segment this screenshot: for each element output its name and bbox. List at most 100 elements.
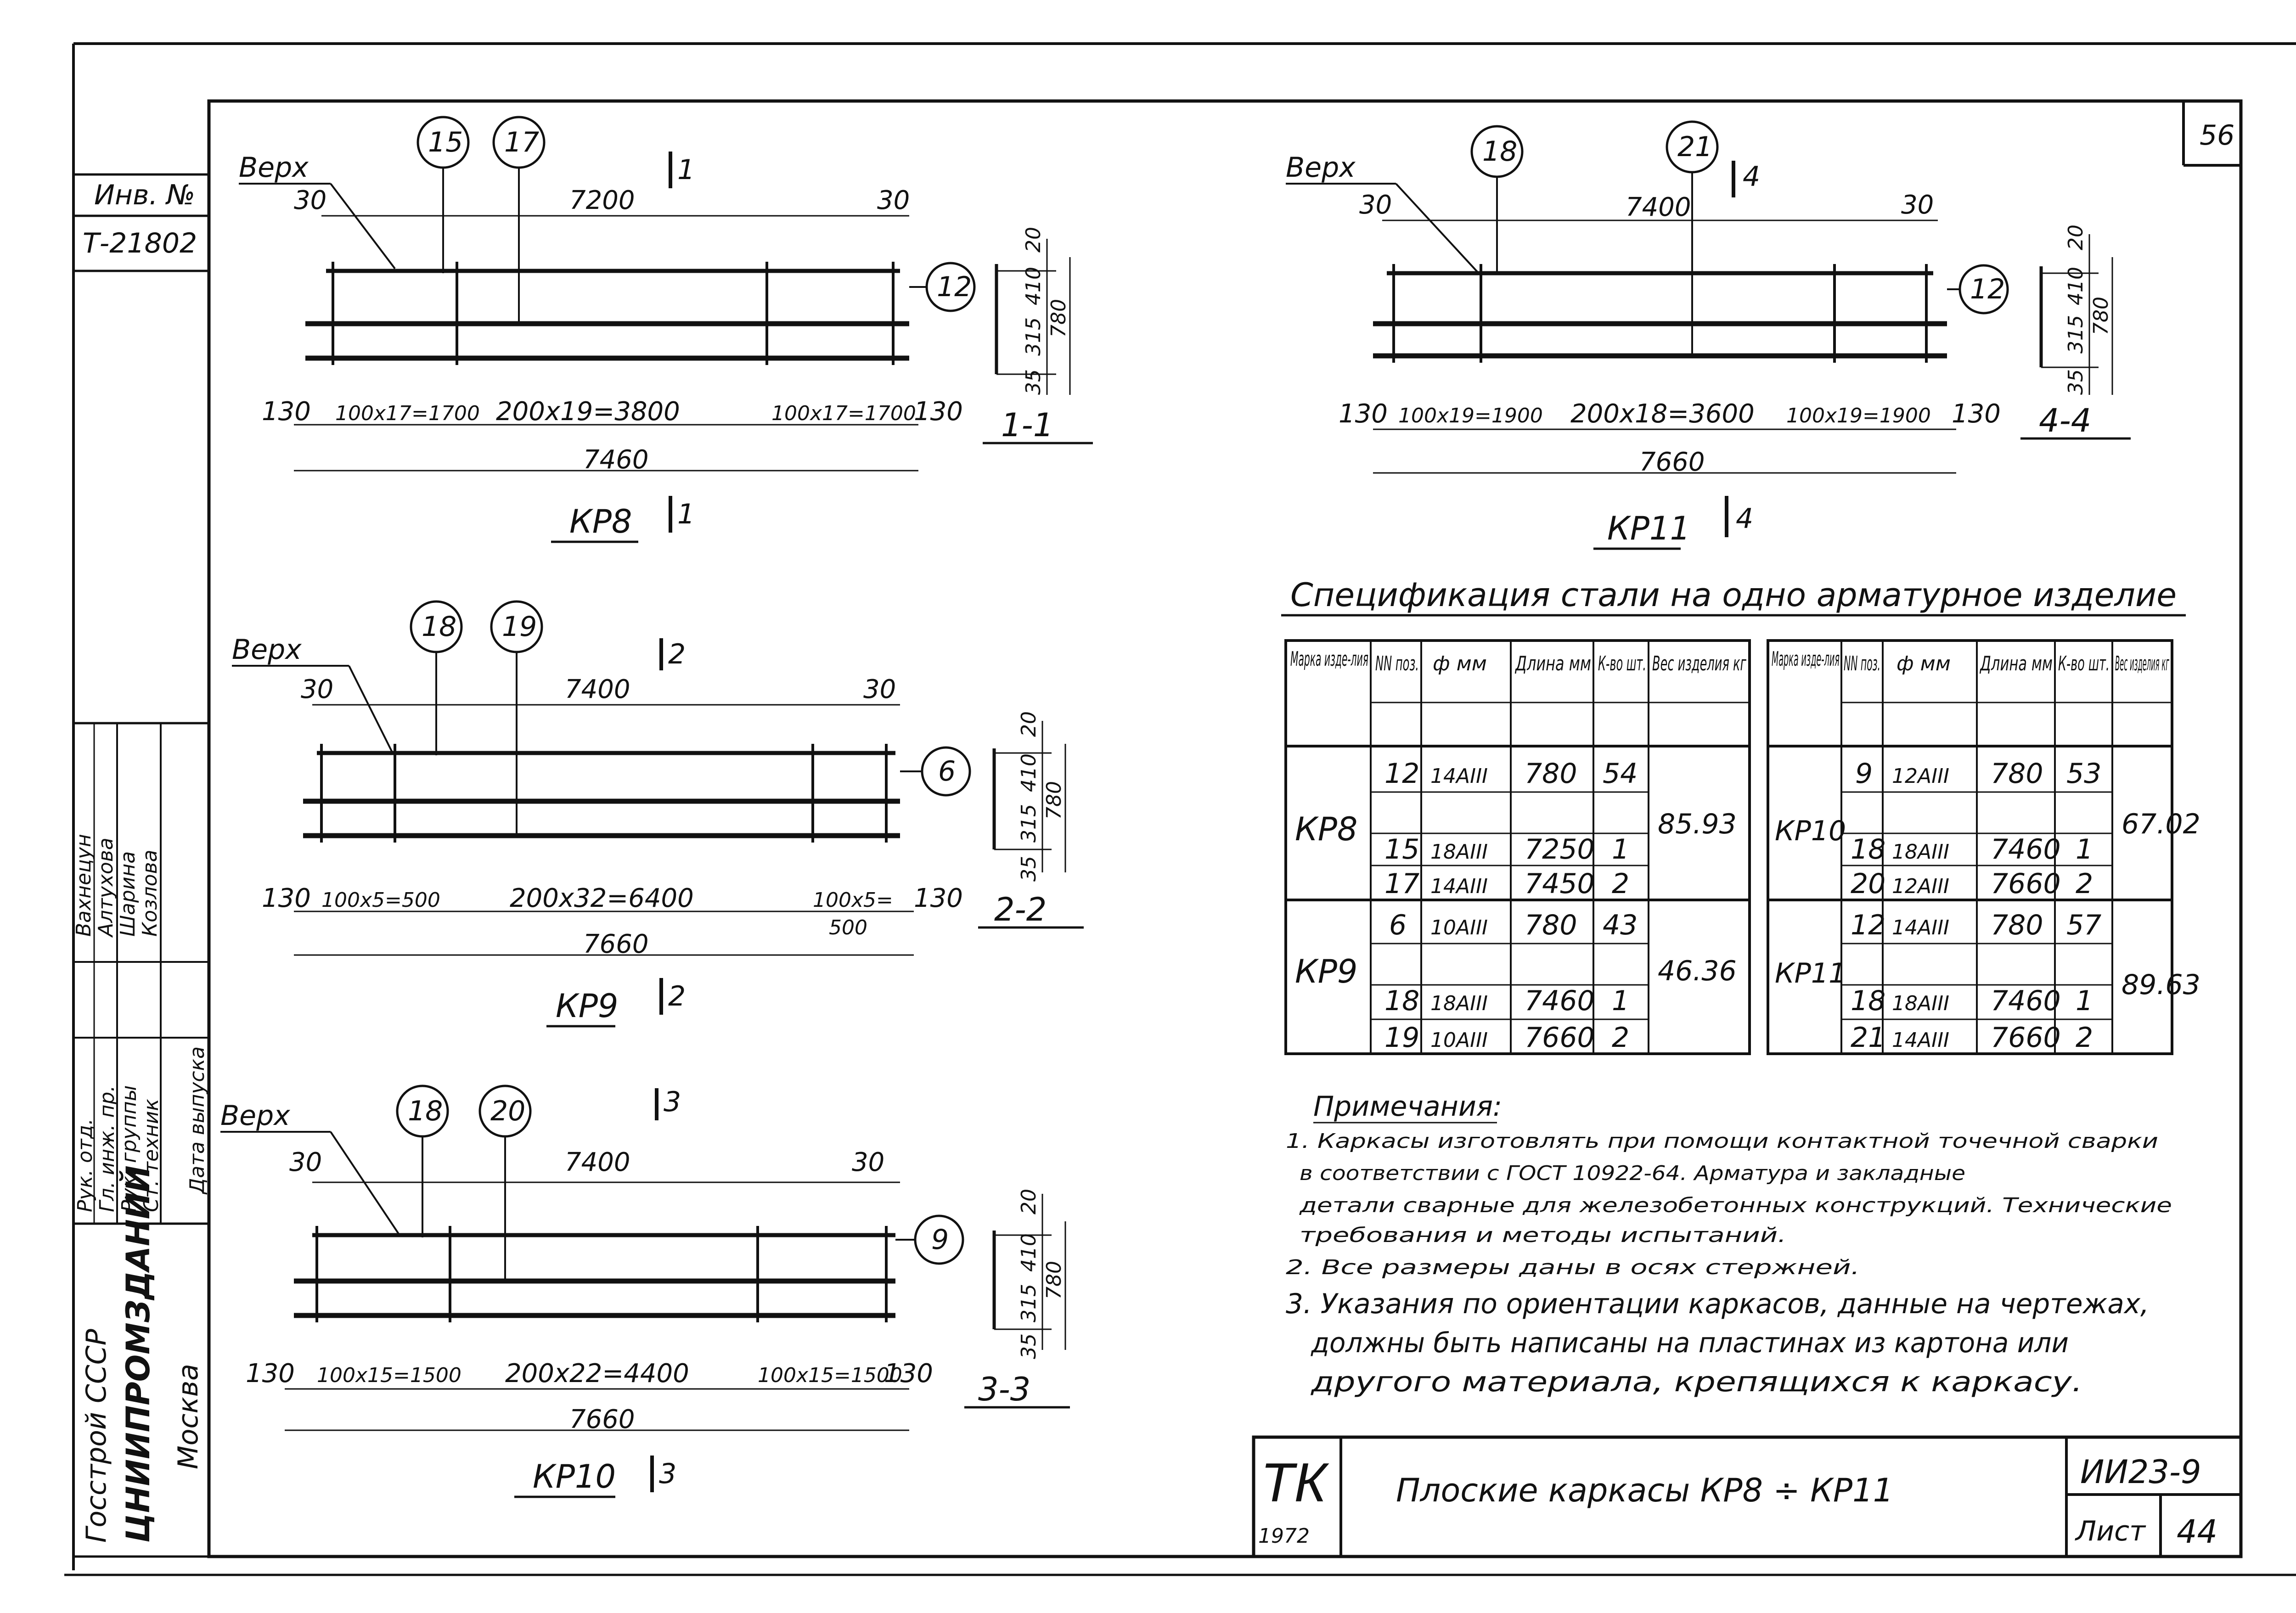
- row-kp9-1-len: 780: [1525, 909, 1577, 941]
- spec-title: Спецификация стали на одно арматурное из…: [1290, 576, 2177, 614]
- drawing-code: ИИ23-9: [2080, 1453, 2201, 1491]
- sec-dim-315: 315: [2064, 315, 2088, 354]
- sec-dim-35: 35: [2064, 369, 2088, 395]
- row-kp11-1-len: 780: [1991, 909, 2043, 941]
- hdr-qty: К-во шт.: [1598, 652, 1646, 675]
- dim-end-left: 30: [1359, 190, 1392, 220]
- row-kp9-3-pos: 19: [1384, 1022, 1419, 1054]
- dim-top-middle: 7400: [1626, 192, 1691, 222]
- section-label: 2-2: [994, 891, 1047, 928]
- callout-18-label: 18: [408, 1095, 443, 1127]
- dim-total: 7660: [1639, 447, 1705, 477]
- sec-dim-35: 35: [1022, 369, 1045, 395]
- section-mark: 4: [1743, 161, 1760, 193]
- row-kp10-2-dia: 18АIII: [1892, 840, 1949, 864]
- note-line-8: другого материала, крепящихся к каркасу.: [1311, 1366, 2082, 1398]
- dim-top-middle: 7400: [565, 1147, 630, 1177]
- dim-b-2: 200x32=6400: [510, 883, 694, 913]
- sec-dim-315: 315: [1017, 1284, 1041, 1322]
- row-kp10-1-len: 780: [1991, 758, 2043, 790]
- dim-b-3b: 500: [829, 916, 867, 939]
- section-mark-bottom: 3: [659, 1458, 676, 1490]
- frame-name: КР11: [1607, 510, 1690, 547]
- row-kp9-2-qty: 1: [1612, 985, 1629, 1017]
- inventory-label: Инв. №: [94, 179, 195, 211]
- callout-20-label: 20: [490, 1095, 525, 1127]
- dim-b-3: 100x5=: [813, 888, 893, 912]
- section-label: 1-1: [1001, 406, 1053, 444]
- frame-kp10: Верх 18 20 3 30 7400 30 9 130 100x15=150…: [220, 1085, 1070, 1498]
- note-line-2: в соответствии с ГОСТ 10922-64. Арматура…: [1300, 1162, 1965, 1185]
- sec-dim-315: 315: [1022, 317, 1045, 356]
- note-line-6: 3. Указания по ориентации каркасов, данн…: [1286, 1288, 2149, 1320]
- sec-dim-780: 780: [1047, 299, 1070, 337]
- frame-name: КР10: [533, 1458, 616, 1495]
- dim-end-left: 30: [301, 674, 333, 704]
- sec-dim-315: 315: [1017, 804, 1041, 843]
- dim-top-middle: 7200: [569, 185, 635, 215]
- frame-kp9: Верх 18 19 2 30 7400 30 6 130 100x5=500 …: [232, 600, 1084, 1028]
- weight-kp8: 85.93: [1658, 808, 1737, 840]
- dim-b-right: 130: [914, 397, 963, 427]
- mark-kp8: КР8: [1295, 810, 1357, 848]
- callout-15-label: 15: [428, 126, 463, 158]
- dim-end-right: 30: [877, 185, 910, 215]
- row-kp11-1-qty: 57: [2066, 909, 2101, 941]
- hdr-pos-r: NN поз.: [1844, 652, 1880, 675]
- row-kp11-3-pos: 21: [1851, 1022, 1885, 1054]
- row-kp11-3-dia: 14АIII: [1892, 1028, 1949, 1052]
- strip-name-4: Козлова: [138, 850, 162, 937]
- weight-kp11: 89.63: [2122, 969, 2200, 1001]
- strip-role-1: Рук. отд.: [73, 1118, 97, 1212]
- row-kp10-1-dia: 12АIII: [1892, 764, 1949, 788]
- row-kp11-2-dia: 18АIII: [1892, 992, 1949, 1015]
- sec-dim-20: 20: [2064, 225, 2088, 250]
- sheet-number: 44: [2177, 1513, 2217, 1551]
- section-mark: 2: [668, 638, 686, 670]
- row-kp8-2-pos: 15: [1384, 833, 1419, 866]
- dim-end-right: 30: [852, 1147, 884, 1177]
- dim-total: 7460: [583, 445, 649, 475]
- callout-18-label: 18: [422, 611, 456, 643]
- section-mark: 3: [664, 1086, 681, 1118]
- row-kp9-3-len: 7660: [1525, 1022, 1595, 1054]
- left-stamp-strip: Вахнецун Алтухова Шарина Козлова Рук. от…: [72, 722, 210, 1558]
- dim-top-middle: 7400: [565, 674, 630, 704]
- callout-21-label: 21: [1677, 131, 1712, 163]
- row-kp11-3-len: 7660: [1991, 1022, 2061, 1054]
- strip-name-1: Вахнецун: [72, 834, 96, 937]
- section-label: 3-3: [978, 1371, 1030, 1408]
- dim-end-right: 30: [1901, 190, 1934, 220]
- inventory-number: Т-21802: [83, 227, 197, 259]
- hdr-wt-r: Вес изделия кг: [2115, 652, 2169, 675]
- row-kp8-3-qty: 2: [1612, 868, 1629, 900]
- strip-name-3: Шарина: [116, 851, 140, 937]
- dim-b-3: 100x19=1900: [1786, 404, 1931, 427]
- hdr-len: Длина мм: [1515, 652, 1591, 675]
- row-kp8-1-qty: 54: [1603, 758, 1638, 790]
- strip-role-2: Гл. инж. пр.: [96, 1085, 119, 1212]
- note-line-4: требования и методы испытаний.: [1300, 1224, 1786, 1247]
- sec-dim-780: 780: [1042, 781, 1066, 820]
- sheet-number-top: 56: [2200, 119, 2234, 152]
- section-mark-bottom: 2: [668, 980, 686, 1012]
- dim-b-2: 200x19=3800: [496, 397, 680, 427]
- dim-b-left: 130: [262, 397, 311, 427]
- sec-dim-20: 20: [1017, 1189, 1041, 1214]
- row-kp8-1-dia: 14АIII: [1430, 764, 1488, 788]
- strip-role-4: Ст. техник: [140, 1099, 163, 1212]
- mark-kp10: КР10: [1775, 815, 1846, 847]
- section-mark-bottom: 4: [1736, 503, 1753, 535]
- sec-dim-410: 410: [1017, 1233, 1041, 1272]
- dim-b-left: 130: [246, 1359, 295, 1388]
- row-kp8-3-dia: 14АIII: [1430, 875, 1488, 898]
- dim-end-left: 30: [294, 185, 326, 215]
- strip-role-3: Рук. группы: [118, 1085, 141, 1212]
- dim-total: 7660: [583, 929, 649, 959]
- row-kp10-3-pos: 20: [1851, 868, 1885, 900]
- section-mark: 1: [677, 154, 695, 186]
- mark-kp11: КР11: [1775, 957, 1846, 989]
- sec-dim-780: 780: [1042, 1261, 1066, 1299]
- row-kp10-3-qty: 2: [2076, 868, 2093, 900]
- row-kp9-3-qty: 2: [1612, 1022, 1629, 1054]
